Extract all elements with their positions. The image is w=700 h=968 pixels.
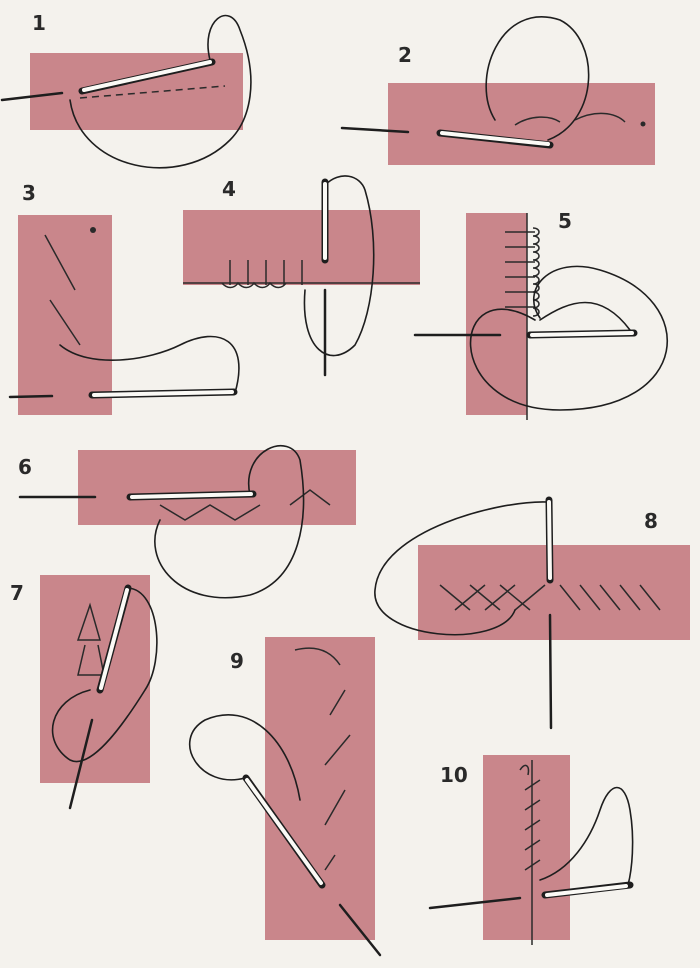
herringbone-stitch [439, 584, 661, 611]
slip-stitch [294, 647, 351, 871]
buttonhole-stitch [505, 231, 535, 308]
figure-number: 8 [644, 509, 658, 533]
figure-10: 10 [428, 755, 634, 945]
thread [51, 587, 158, 763]
hemming-stitch [519, 764, 541, 871]
figure-1: 1 [0, 11, 252, 169]
thread [485, 16, 590, 141]
figure-7: 7 [10, 575, 158, 810]
needle-tip [338, 903, 382, 957]
thread [69, 14, 252, 169]
fabric-swatch [78, 450, 356, 525]
needle-tip [340, 126, 410, 134]
fabric-swatch [388, 83, 655, 165]
figure-number: 10 [440, 763, 468, 787]
needle-tip [0, 91, 64, 102]
figure-8: 8 [374, 496, 690, 730]
figure-number: 6 [18, 455, 32, 479]
needle-tip [428, 896, 522, 910]
figure-6: 6 [18, 444, 356, 599]
figure-2: 2 [340, 16, 655, 165]
figure-number: 4 [222, 177, 236, 201]
needle-tip [548, 613, 553, 730]
figure-5: 5 [413, 209, 668, 420]
thread [154, 444, 305, 599]
fabric-swatch [40, 575, 150, 783]
figure-number: 5 [558, 209, 572, 233]
backstitch [514, 112, 626, 126]
thread [59, 335, 240, 394]
figure-number: 3 [22, 181, 36, 205]
thread [374, 501, 549, 636]
figure-4: 4 [183, 175, 420, 377]
slant-stitch [44, 234, 81, 346]
needle-tip [68, 718, 94, 810]
thread [539, 786, 634, 886]
figure-number: 2 [398, 43, 412, 67]
running-stitch [79, 85, 226, 99]
fabric-swatch [265, 637, 375, 940]
figure-3: 3 [8, 181, 240, 415]
fabric-swatch [483, 755, 570, 940]
needle-tip [8, 394, 54, 399]
fabric-swatch [466, 213, 527, 415]
blanket-stitch [183, 260, 420, 285]
chevron-stitch [159, 489, 331, 521]
figure-number: 1 [32, 11, 46, 35]
figure-number: 9 [230, 649, 244, 673]
fabric-swatch [18, 215, 112, 415]
figure-9: 9 [188, 637, 382, 957]
chain-stitch [76, 602, 105, 676]
fabric-swatch [418, 545, 690, 640]
thread [303, 175, 375, 357]
figure-number: 7 [10, 581, 24, 605]
thread [188, 714, 301, 801]
